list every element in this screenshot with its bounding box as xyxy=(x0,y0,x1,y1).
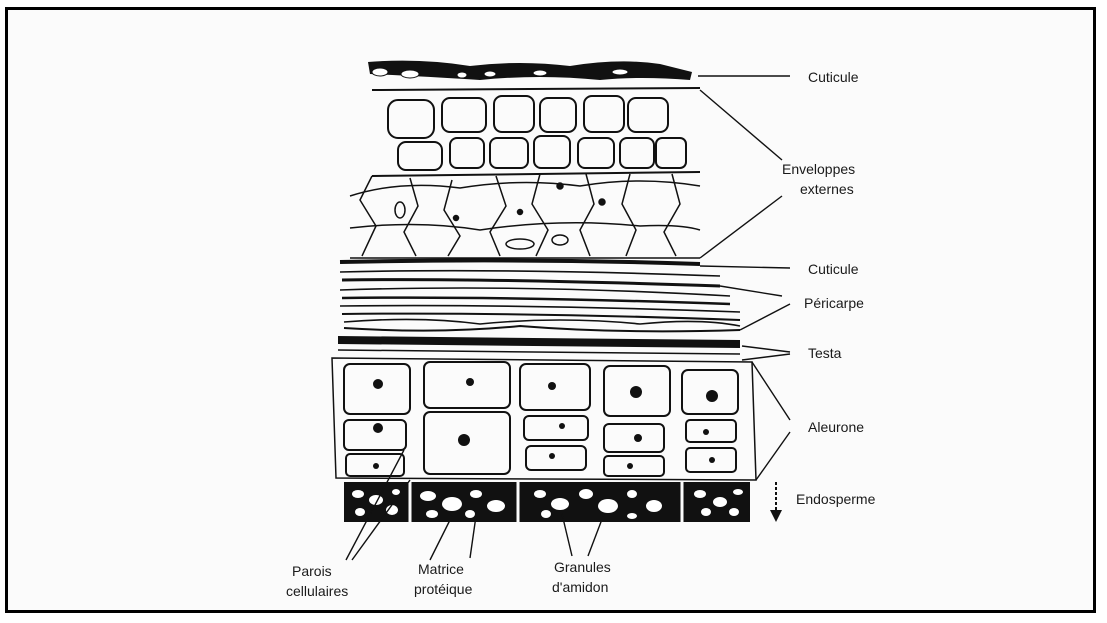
outer-envelope-cells xyxy=(372,88,702,176)
cuticle-mid-line xyxy=(340,260,700,264)
label-granules-line1: Granules xyxy=(554,559,611,575)
cuticle-top-layer xyxy=(368,61,692,80)
label-cuticule-mid: Cuticule xyxy=(808,261,859,277)
label-parois-line2: cellulaires xyxy=(286,583,348,599)
label-testa: Testa xyxy=(808,345,842,361)
label-enveloppes-line1: Enveloppes xyxy=(782,161,855,177)
label-matrice-line1: Matrice xyxy=(418,561,464,577)
label-pericarpe: Péricarpe xyxy=(804,295,864,311)
endosperme-arrow xyxy=(770,482,782,522)
label-granules-line2: d'amidon xyxy=(552,579,608,595)
label-enveloppes-line2: externes xyxy=(800,181,854,197)
label-aleurone: Aleurone xyxy=(808,419,864,435)
outer-envelope-irregular-cells xyxy=(350,174,700,258)
label-cuticule-top: Cuticule xyxy=(808,69,859,85)
aleurone-layer xyxy=(332,358,756,480)
pericarp-layer xyxy=(340,271,740,332)
testa-layer xyxy=(338,336,740,354)
label-parois-line1: Parois xyxy=(292,563,332,579)
label-endosperme: Endosperme xyxy=(796,491,876,507)
label-matrice-line2: protéique xyxy=(414,581,473,597)
